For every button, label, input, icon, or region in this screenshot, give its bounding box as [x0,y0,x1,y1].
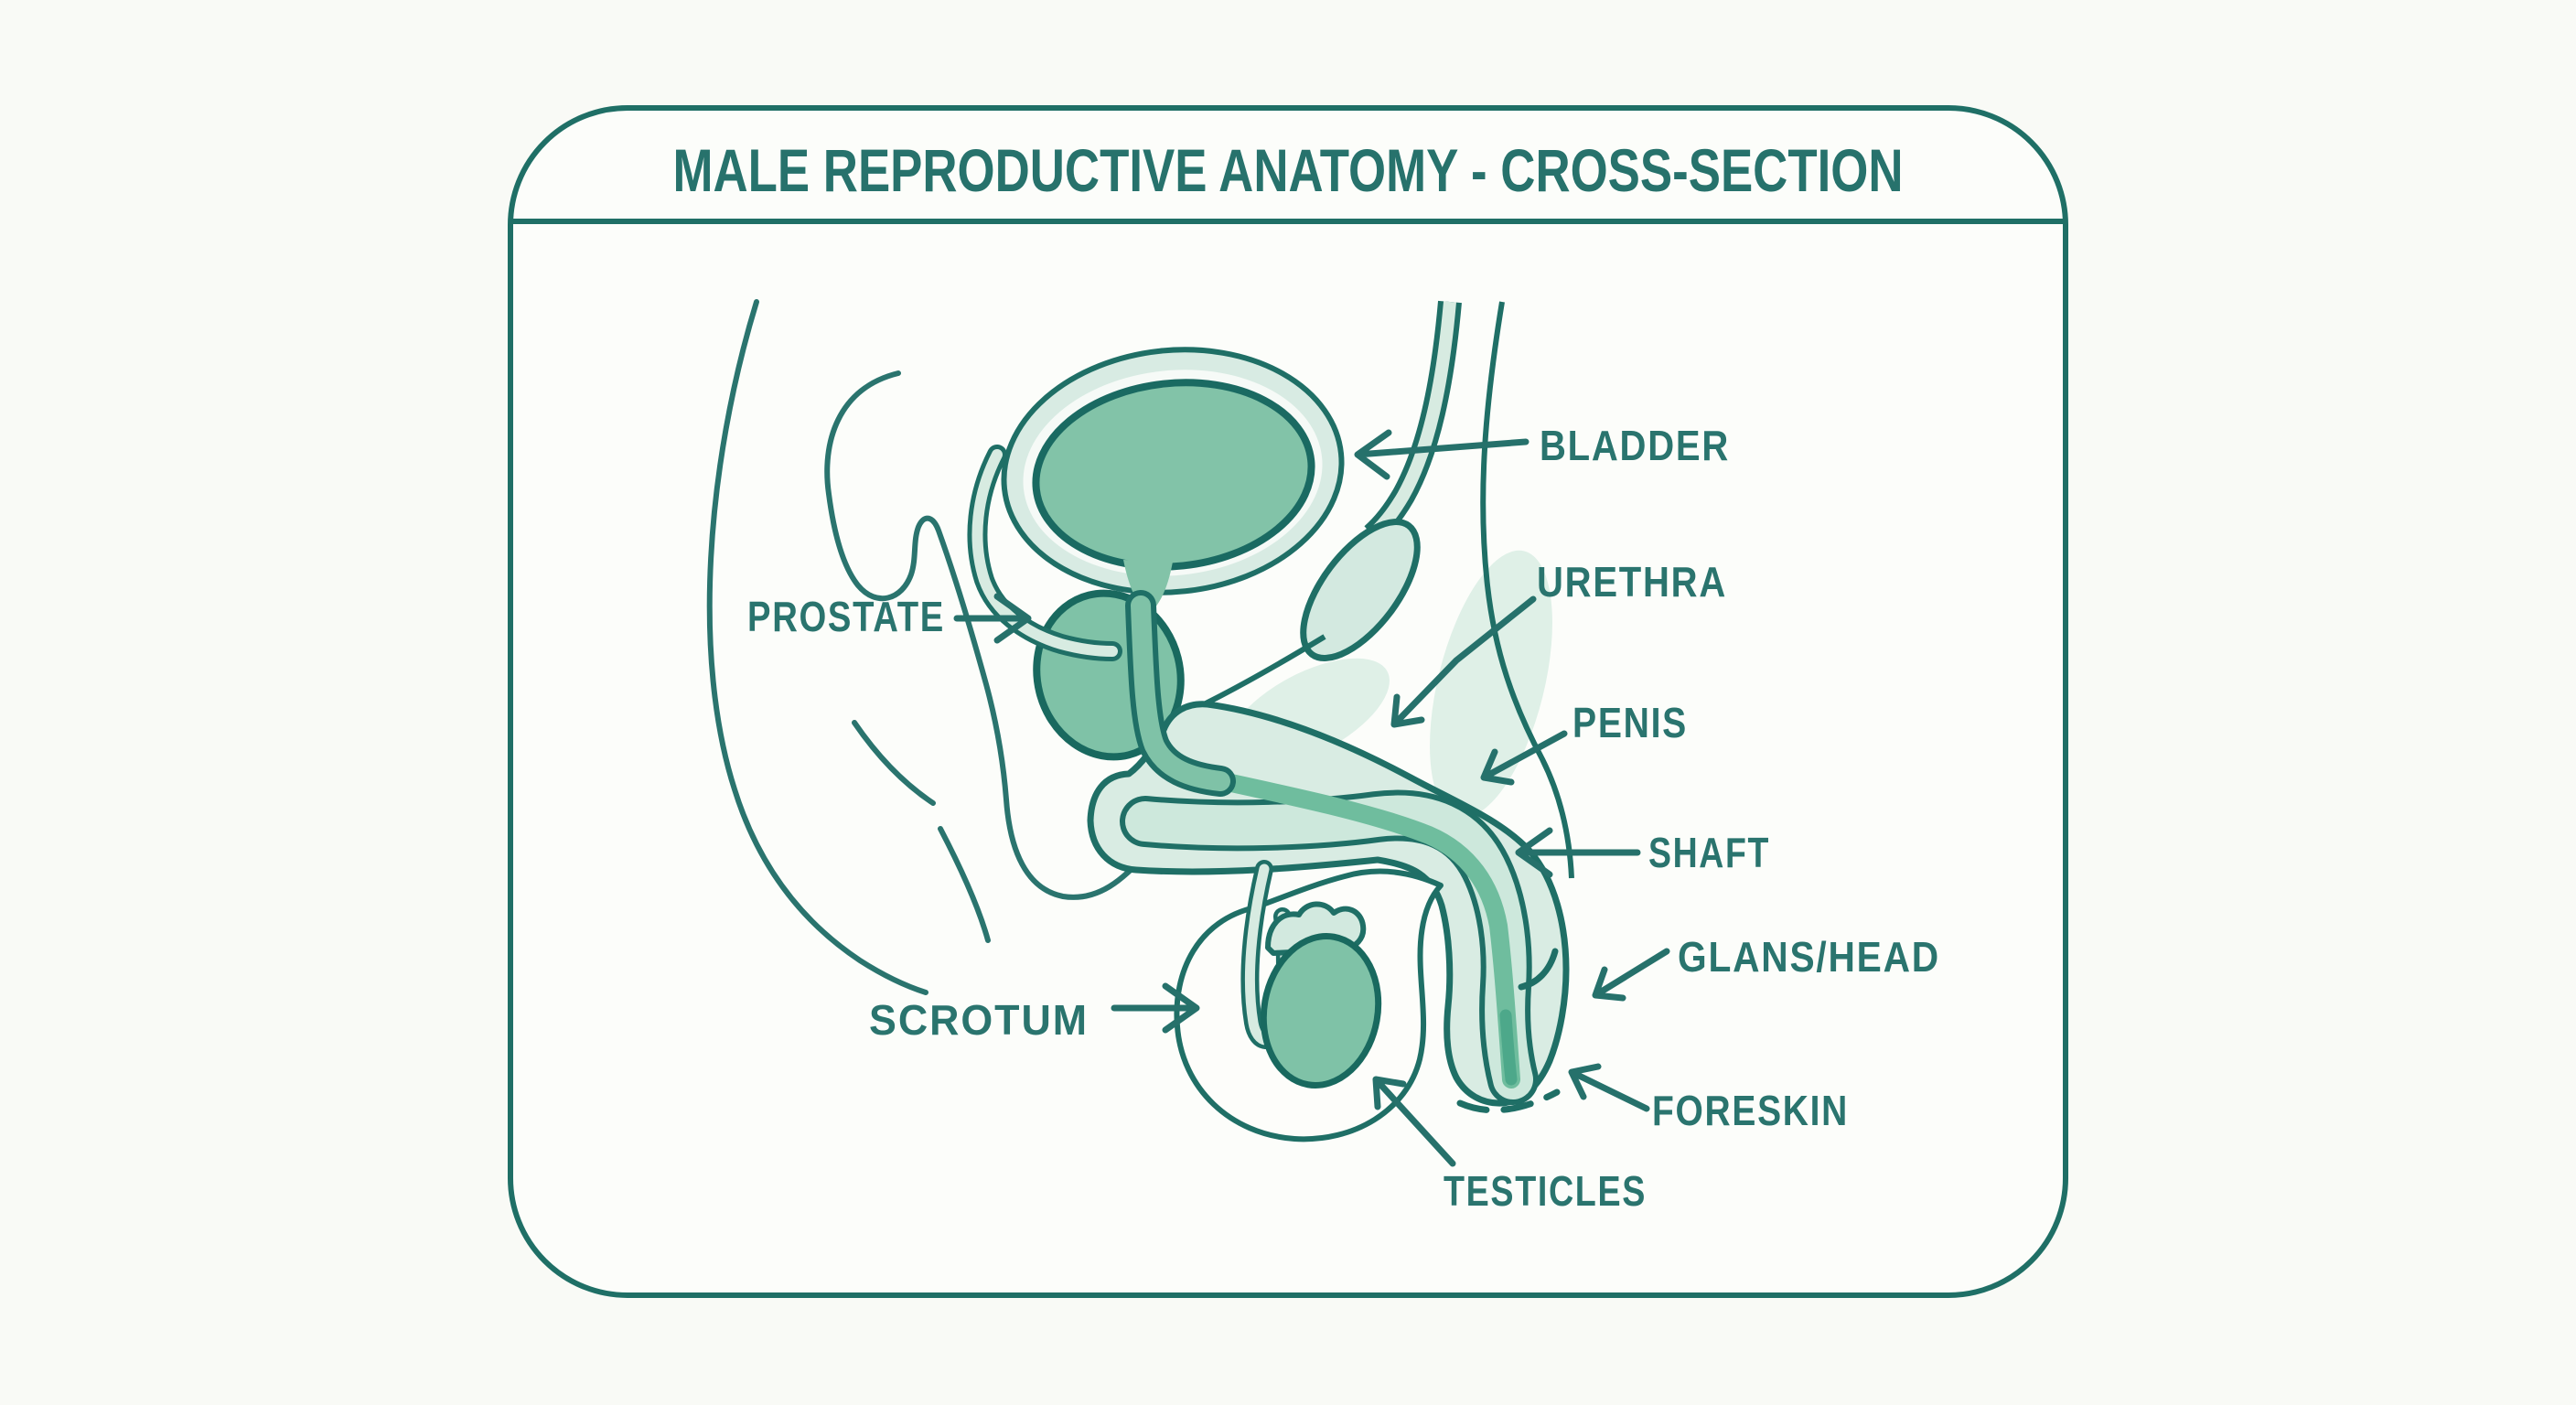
label-scrotum: SCROTUM [869,996,1089,1044]
foreskin-dashed-arc [1456,1089,1561,1114]
urethra-arrow [1390,595,1537,728]
label-glans-head: GLANS/HEAD [1678,933,1940,981]
prostate-arrow [953,593,1032,644]
body-contour-lines [706,299,1280,995]
shaft-arrow [1515,827,1641,878]
abdomen-contour-line [706,299,928,995]
testicle-shape [1260,933,1382,1089]
thigh-contour-line [938,826,991,943]
bladder-lumen [1032,379,1315,571]
bladder-shape [1001,347,1345,607]
label-testicles: TESTICLES [1444,1167,1647,1215]
perineum-contour-line [852,720,936,806]
label-penis: PENIS [1572,699,1688,746]
scrotum-arrow [1111,982,1200,1034]
page-title: MALE REPRODUCTIVE ANATOMY - CROSS-SECTIO… [673,136,1904,204]
penis-arrow [1480,730,1568,786]
ejaculatory-duct-line [1204,634,1326,706]
pubic-band [1430,550,1552,819]
corona-fold-line [1518,948,1559,991]
leader-arrows [953,429,1670,1167]
rectum-contour-line [824,370,1280,900]
glans-arrow [1592,948,1670,1002]
label-shaft: SHAFT [1648,829,1770,876]
testicles-arrow [1372,1076,1456,1167]
front-body-contour-line [1480,301,1574,879]
urethra-tube-fill [1131,595,1230,791]
urethra-core-tip [1499,1009,1518,1086]
label-urethra: URETHRA [1537,558,1727,606]
label-prostate: PROSTATE [747,593,945,640]
urethra-core [1209,771,1520,1089]
label-foreskin: FORESKIN [1652,1087,1849,1134]
vas-deferens-left-fill [971,449,1118,657]
label-bladder: BLADDER [1540,422,1730,469]
foreskin-arrow [1568,1063,1650,1112]
bladder-arrow [1354,429,1530,480]
seminal-vesicle [1300,519,1421,661]
